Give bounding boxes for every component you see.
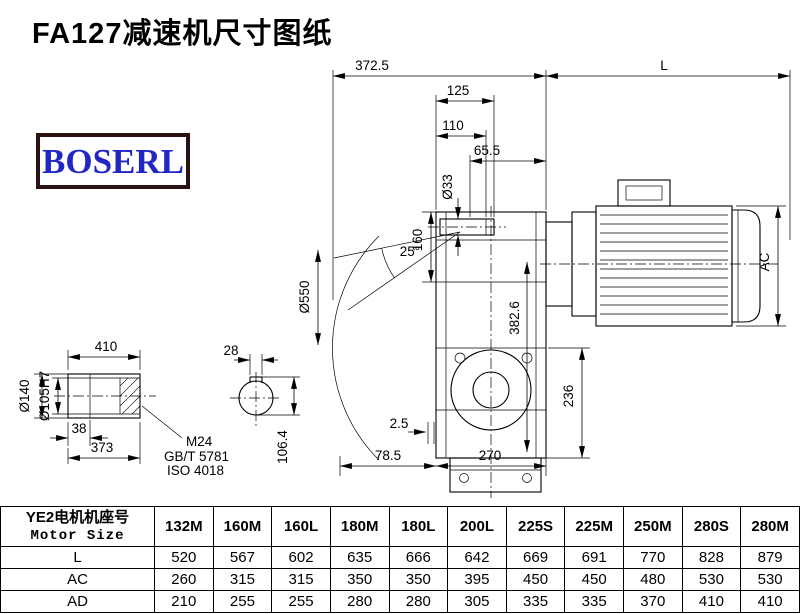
motor-size-label-cn: YE2电机机座号 — [25, 509, 130, 526]
dimension-chain-top: 372.5 L 125 110 65.5 — [332, 58, 791, 300]
table-cell: 691 — [564, 546, 624, 569]
table-cell: 210 — [154, 590, 214, 613]
table-header-size: 180L — [388, 506, 449, 547]
motor-side-view — [540, 179, 778, 327]
dim-410: 410 — [95, 339, 118, 354]
dim-AC: AC — [757, 252, 772, 271]
shaft-section-view: 28 106.4 — [223, 343, 300, 464]
table-header-size: 160L — [271, 506, 331, 547]
motor-dimension-table: YE2电机机座号 Motor Size 132M 160M 160L 180M … — [0, 506, 800, 613]
table-cell: 350 — [388, 568, 449, 591]
dim-78-5: 78.5 — [375, 448, 401, 463]
table-cell: 370 — [623, 590, 683, 613]
table-cell: 335 — [564, 590, 624, 613]
table-cell: 666 — [388, 546, 449, 569]
table-cell: 669 — [505, 546, 566, 569]
dim-L: L — [660, 58, 668, 73]
shaft-detail-view: 410 Ø140 Ø105H7 38 373 M24 GB/T 5781 ISO… — [17, 339, 229, 478]
table-cell: 335 — [505, 590, 566, 613]
page-title: FA127减速机尺寸图纸 — [32, 18, 333, 50]
table-header-size: 225S — [505, 506, 566, 547]
table-cell: 450 — [564, 568, 624, 591]
boserl-logo: BOSERL — [36, 133, 190, 189]
table-cell: 480 — [623, 568, 683, 591]
table-cell: 879 — [740, 546, 800, 569]
dim-125: 125 — [447, 83, 470, 98]
table-cell: 395 — [447, 568, 507, 591]
table-cell: 255 — [271, 590, 331, 613]
dimension-bottom: 2.5 78.5 270 — [339, 416, 547, 476]
table-cell: 315 — [271, 568, 331, 591]
table-cell: 520 — [154, 546, 214, 569]
table-header-size: 200L — [447, 506, 507, 547]
table-row-L: L 520 567 602 635 666 642 669 691 770 82… — [0, 546, 800, 569]
table-cell: 642 — [447, 546, 507, 569]
table-cell: 305 — [447, 590, 507, 613]
table-row-AD: AD 210 255 255 280 280 305 335 335 370 4… — [0, 590, 800, 613]
dim-2-5: 2.5 — [390, 416, 409, 431]
row-label: L — [0, 546, 155, 569]
table-header-size: 180M — [329, 506, 390, 547]
table-header-size: 280M — [740, 506, 800, 547]
dimension-shaft-and-angles: Ø33 160 25° Ø550 382.6 — [297, 174, 530, 453]
row-label: AD — [0, 590, 155, 613]
table-cell: 828 — [681, 546, 742, 569]
table-header-size: 160M — [212, 506, 273, 547]
dim-236: 236 — [561, 385, 576, 408]
table-cell: 280 — [388, 590, 449, 613]
table-header-size: 225M — [564, 506, 624, 547]
table-cell: 410 — [740, 590, 800, 613]
table-cell: 635 — [329, 546, 390, 569]
dim-dia550: Ø550 — [297, 280, 312, 313]
table-header-size: 280S — [681, 506, 742, 547]
dim-382-6: 382.6 — [507, 301, 522, 335]
dim-28: 28 — [223, 343, 238, 358]
dim-160: 160 — [410, 229, 425, 252]
motor-size-label-en: Motor Size — [30, 528, 125, 544]
table-cell: 350 — [329, 568, 390, 591]
dim-25deg: 25° — [400, 244, 420, 259]
table-header-size: 132M — [154, 506, 214, 547]
row-label: AC — [0, 568, 155, 591]
dim-372-5: 372.5 — [355, 58, 389, 73]
table-cell: 255 — [212, 590, 273, 613]
table-cell: 567 — [212, 546, 273, 569]
table-cell: 530 — [681, 568, 742, 591]
table-cell: 450 — [505, 568, 566, 591]
gearbox-front-view — [332, 206, 547, 498]
table-header-motor-size: YE2电机机座号 Motor Size — [0, 506, 155, 547]
dim-38: 38 — [71, 421, 86, 436]
boserl-logo-text: BOSERL — [42, 141, 184, 181]
table-header-row: YE2电机机座号 Motor Size 132M 160M 160L 180M … — [0, 506, 800, 547]
dim-dia140: Ø140 — [17, 379, 32, 412]
label-m24: M24 — [186, 434, 213, 449]
dim-dia105h7: Ø105H7 — [37, 371, 52, 421]
table-cell: 315 — [212, 568, 273, 591]
dim-110: 110 — [442, 118, 464, 133]
label-iso-4018: ISO 4018 — [167, 463, 224, 478]
table-cell: 770 — [623, 546, 683, 569]
technical-drawing: 372.5 L 125 110 65.5 Ø33 160 25° Ø550 38… — [17, 58, 791, 498]
dim-373: 373 — [91, 440, 114, 455]
table-cell: 602 — [271, 546, 331, 569]
table-cell: 410 — [681, 590, 742, 613]
label-gbt-5781: GB/T 5781 — [164, 449, 229, 464]
table-header-size: 250M — [623, 506, 683, 547]
dim-106-4: 106.4 — [275, 430, 290, 464]
table-row-AC: AC 260 315 315 350 350 395 450 450 480 5… — [0, 568, 800, 591]
dimension-right-side: AC 236 — [546, 205, 786, 459]
table-cell: 530 — [740, 568, 800, 591]
table-cell: 280 — [329, 590, 390, 613]
dim-270: 270 — [479, 448, 502, 463]
table-cell: 260 — [154, 568, 214, 591]
dim-dia33: Ø33 — [440, 174, 455, 200]
dim-65-5: 65.5 — [474, 143, 500, 158]
